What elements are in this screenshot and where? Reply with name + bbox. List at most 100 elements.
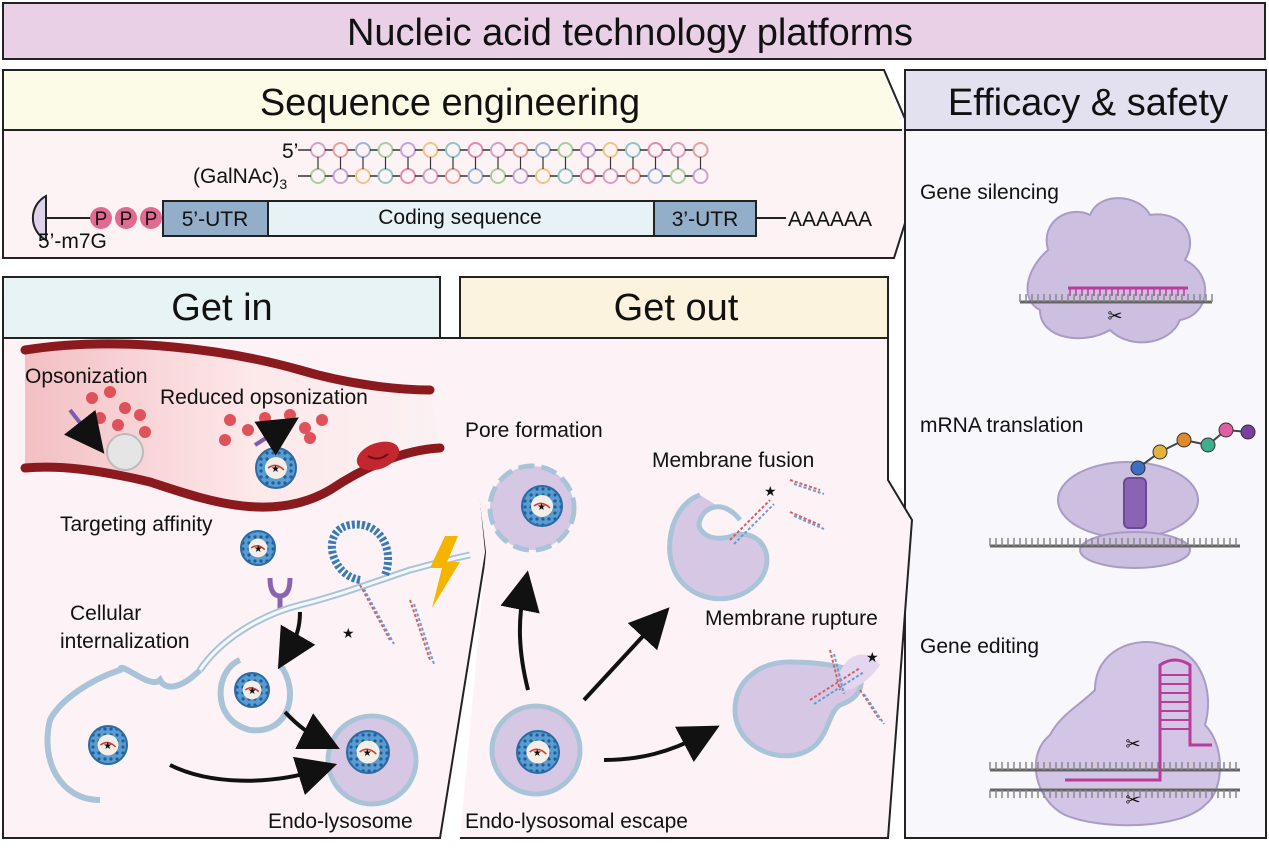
rna-strand [863,693,885,725]
red-blood-cell-icon [356,441,400,471]
arrow-pit-to-lysosome [169,756,338,796]
lnp-star-icon: ★ [254,544,263,555]
fusion-rna: ★ [729,479,825,545]
cellular-label: Cellular [70,602,141,625]
galnac-subscript: 3 [279,176,287,192]
rna-strand [859,689,881,721]
amino-acid-icon [1218,422,1234,438]
peptide-chain [1130,422,1256,476]
fusion-vesicle [667,492,770,602]
strand-top-label: 5’ [282,140,298,163]
star-icon: ★ [866,649,879,665]
ribosome-small [1079,531,1191,569]
getout-outline [460,338,914,839]
arrow-to-rupture [603,725,720,763]
trna-icon [1123,477,1147,529]
guide-ticks [1069,288,1185,296]
cap-label: 5’-m7G [38,230,107,253]
star-icon: ★ [342,625,355,641]
seq-body-bg [3,130,924,258]
early-endosome [217,657,293,734]
amino-acid-icon [1200,437,1216,453]
rna-strand [833,653,845,695]
strand-bottom-label: (GalNAc)3 [193,165,287,192]
targeting-label: Targeting affinity [60,513,213,536]
lnp-escape: ★ [516,730,560,774]
efficacy-safety-panel: Efficacy & safety Gene silencing ✂ mRNA … [904,69,1267,839]
getin-header-bg [2,276,441,339]
amino-acid-icon [1176,432,1192,448]
scissors-icon: ✂ [1107,306,1122,326]
opsonin-dot [86,392,98,404]
scissors-icon: ✂ [1125,734,1140,754]
lnp-star-icon: ★ [248,686,257,697]
rna-strand [359,584,391,641]
get-in-panel: Get in Opsonization Reduced opsonization… [2,276,488,839]
lnp-core [265,457,287,479]
opsonin-dot [284,409,296,421]
eff-title: Efficacy & safety [948,82,1228,124]
opsonization-arrow [63,408,105,454]
galnac-text: (GalNAc) [193,165,279,188]
guide-rna-path [1065,658,1212,782]
arrow-targeting-to-pit [277,611,316,670]
coding-box [267,200,655,237]
gene-editing-illustration: ✂ ✂ [989,641,1240,827]
rna-strand [829,649,841,691]
released-rna: ★ [342,584,435,665]
opsonized-particle [106,433,144,471]
guide-rna [1065,658,1212,782]
phosphate-label: P [120,209,133,230]
rna-strand [413,603,435,665]
pore-label: Pore formation [465,419,603,442]
banner-box [2,2,1266,60]
scissors-icon: ✂ [1125,790,1140,810]
gene-silencing-illustration: ✂ [1019,197,1213,344]
mrna-track [989,538,1240,548]
phosphate-label: P [145,209,158,230]
seq-header-bg [3,70,902,130]
opsonin-dot [139,426,151,438]
phosphate-icon [115,207,137,229]
phosphate-label: P [95,209,108,230]
vessel-wall-top [20,339,435,395]
rna-strand [363,588,395,645]
internalization-label: internalization [60,630,190,653]
lightning-icon [430,536,460,608]
rna-strand [789,511,821,526]
amino-acid-icon [1152,444,1168,460]
star-icon: ★ [764,483,777,499]
rupture-rna: ★ [809,649,885,725]
lnp-star-icon: ★ [103,741,112,752]
endocytic-pit [44,665,203,803]
rna-strand [793,515,825,530]
lnp-cargo [99,741,117,748]
reduced-opsonization-label: Reduced opsonization [160,386,368,409]
rna-strand [733,503,775,545]
opsonin-dot [299,422,311,434]
lnp-core [526,740,550,764]
mrna-translation-illustration [989,422,1256,569]
lnp-endosome: ★ [234,672,270,708]
rupture-label: Membrane rupture [705,607,878,630]
polyA-label: AAAAAA [788,208,872,231]
lnp-cargo [244,687,260,693]
utr5-box [162,200,269,237]
opsonin-dot [134,409,146,421]
dna-duplex [989,762,1240,798]
lnp-core [248,538,268,558]
getin-title: Get in [171,287,272,329]
lnp-targeting: ★ [240,530,276,566]
opsonin-dot [112,419,124,431]
phosphate-icon [140,207,162,229]
lnp-core [531,495,553,517]
cap-icon [31,194,47,242]
get-out-panel: Get out Pore formation ★ Membrane fusion… [459,276,914,839]
lnp-star-icon: ★ [537,502,546,513]
lnp-core [356,740,380,764]
phosphate-icon [90,207,112,229]
opsonin-dot [316,414,328,426]
gene-silencing-label: Gene silencing [920,181,1059,204]
amino-acid-icon [1130,460,1146,476]
